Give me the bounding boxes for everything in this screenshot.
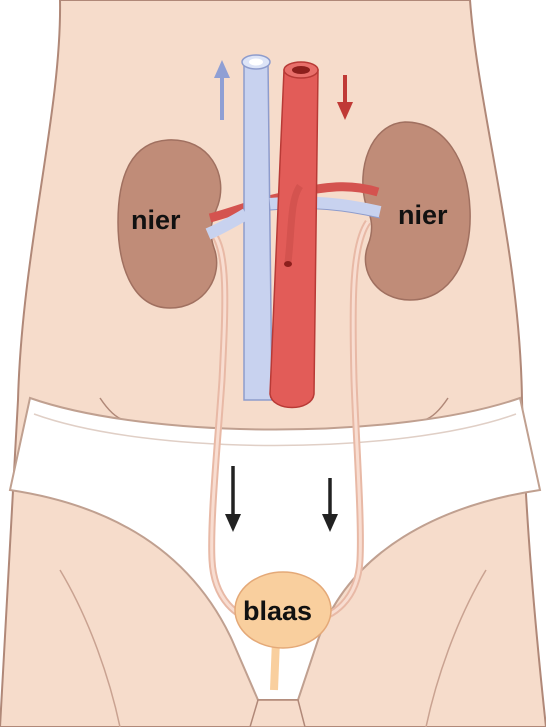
mesenteric-artery-end (284, 261, 292, 267)
bladder-label: blaas (243, 598, 312, 625)
kidney-left-label: nier (131, 207, 181, 234)
crotch-gap (250, 700, 305, 727)
vena-cava-lumen (249, 59, 263, 66)
aorta-lumen (292, 66, 310, 74)
kidney-right-label: nier (398, 202, 448, 229)
vena-cava (244, 62, 272, 400)
